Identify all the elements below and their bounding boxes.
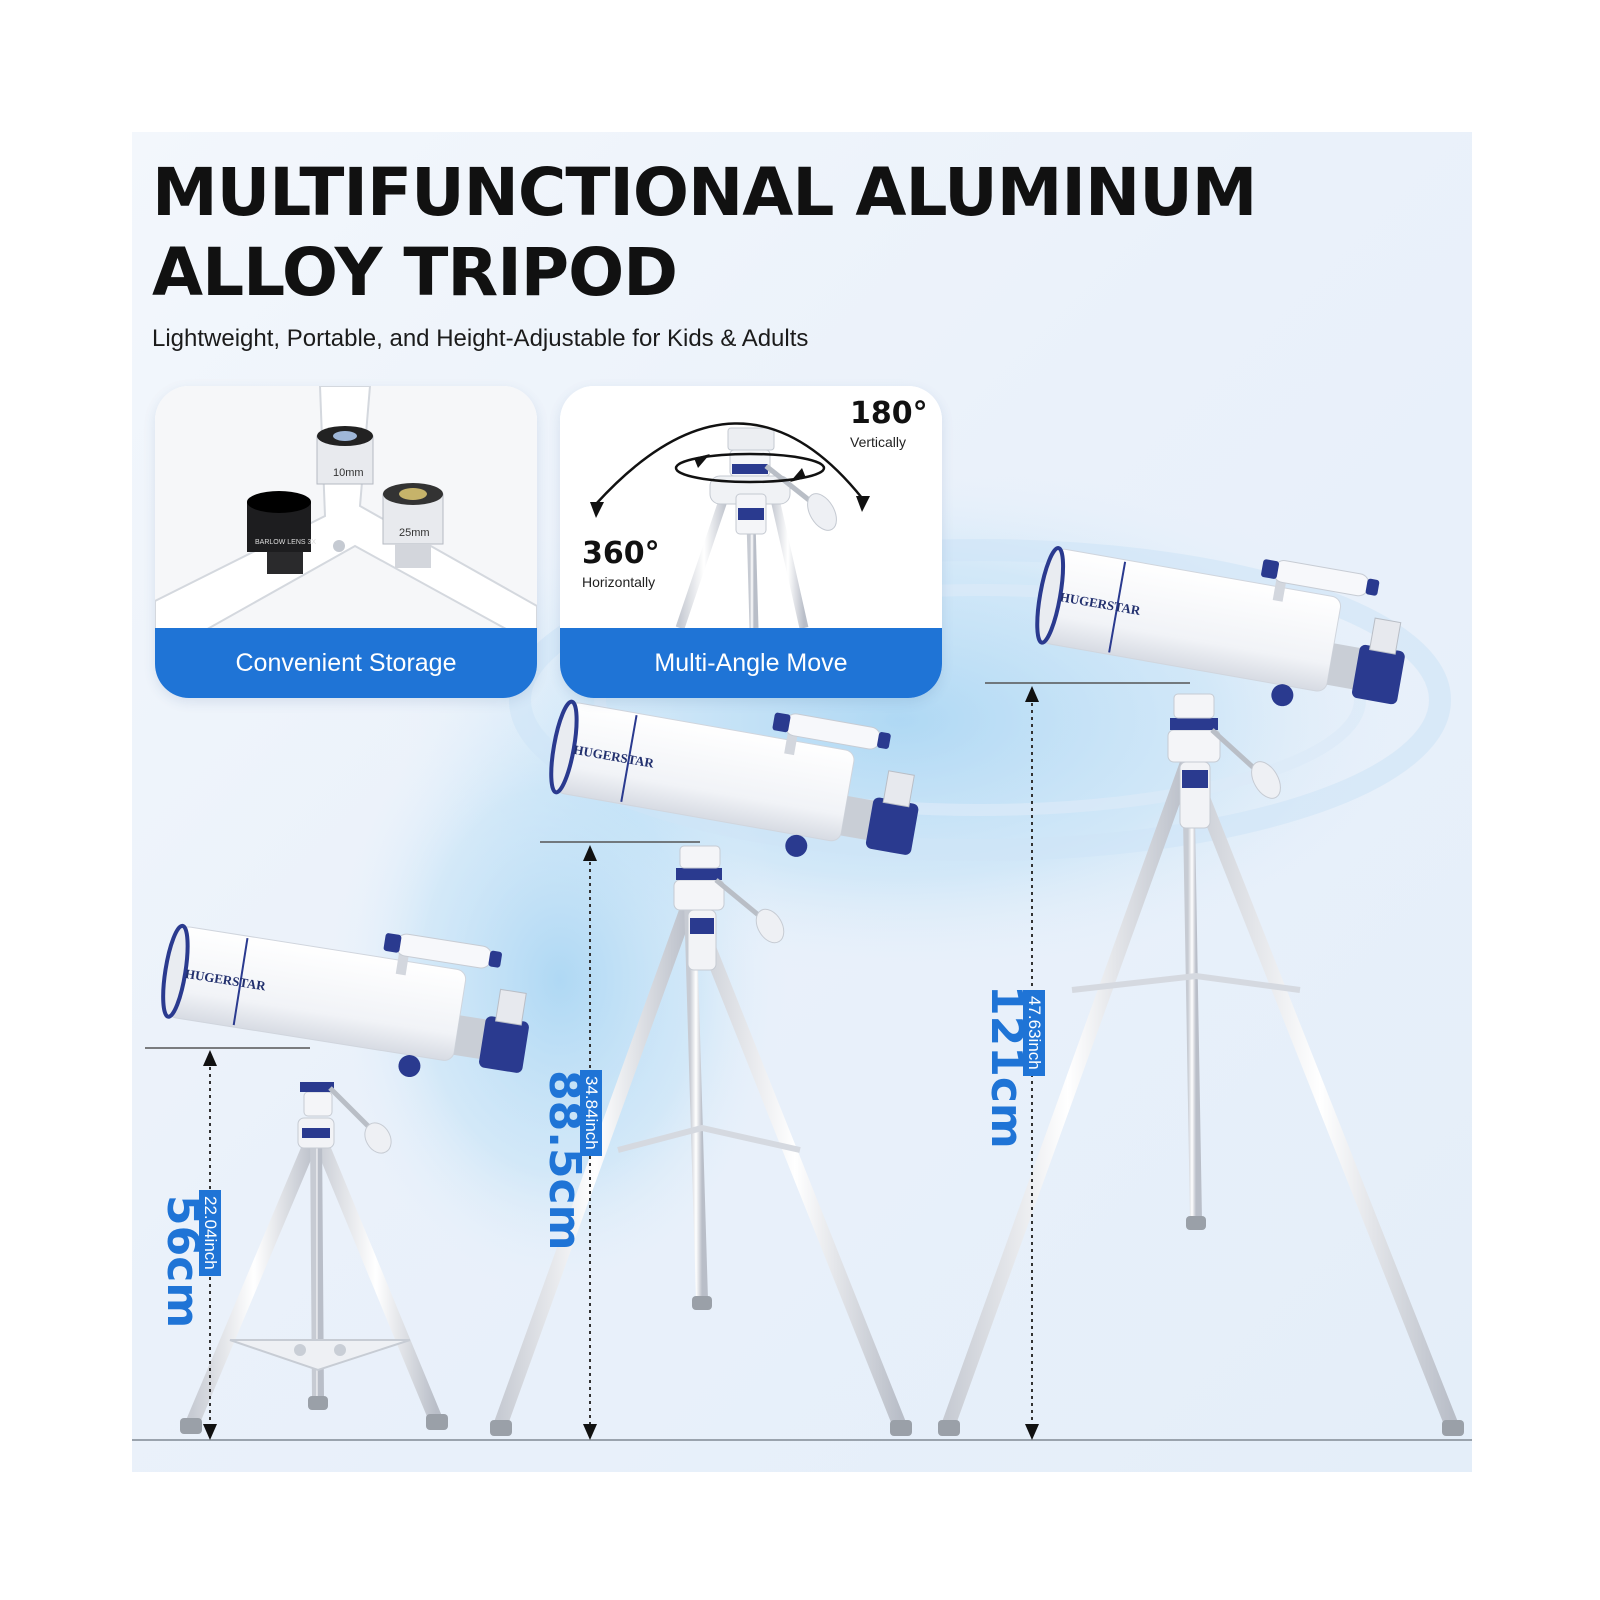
accessory-tray	[229, 1339, 411, 1372]
height-inch-small: 22.04inch	[199, 1190, 221, 1276]
vertical-angle-caption: Vertically	[850, 434, 907, 450]
tripod-leg	[309, 1123, 443, 1427]
tripod-leg	[493, 893, 697, 1433]
leg-brace	[617, 1124, 801, 1153]
tripod-leg	[1182, 754, 1202, 1226]
height-inch-medium: 34.84inch	[580, 1070, 602, 1156]
horizontal-angle-value: 360°	[582, 536, 660, 571]
swirl-decor	[509, 539, 1451, 861]
tripod-leg	[683, 893, 907, 1433]
feature-card-storage: 10mm BARLOW LENS 3X 25mm Convenient Stor…	[155, 386, 537, 698]
main-title-line-1: MULTIFUNCTIONAL ALUMINUM	[152, 154, 1257, 231]
telescope-large: HUGERSTAR	[938, 546, 1464, 1440]
feature-card-multi-angle: 180° Vertically 360° Horizontally Multi-…	[560, 386, 942, 698]
vertical-rotation-arrow	[595, 422, 863, 505]
lens-label-barlow: BARLOW LENS 3X	[255, 539, 316, 546]
tripod-leg	[941, 753, 1195, 1433]
height-inch-large: 47.63inch	[1023, 990, 1045, 1076]
horizontal-angle-caption: Horizontally	[582, 574, 656, 590]
horizontal-rotation-arrow	[674, 452, 826, 484]
telescope-small: HUGERSTAR	[145, 923, 529, 1440]
swirl-decor	[594, 584, 1366, 816]
tripod-leg	[1181, 753, 1459, 1433]
vertical-angle-value: 180°	[850, 396, 928, 431]
telescope-medium: HUGERSTAR	[490, 699, 919, 1440]
leg-brace	[1071, 972, 1301, 993]
feature-label-storage: Convenient Storage	[155, 628, 537, 698]
main-title-line-2: ALLOY TRIPOD	[152, 234, 678, 311]
lens-label-10mm: 10mm	[333, 467, 364, 479]
tripod-leg	[185, 1123, 323, 1431]
feature-label-multi-angle: Multi-Angle Move	[560, 628, 942, 698]
lens-label-25mm: 25mm	[399, 527, 430, 539]
subtitle: Lightweight, Portable, and Height-Adjust…	[152, 325, 809, 352]
